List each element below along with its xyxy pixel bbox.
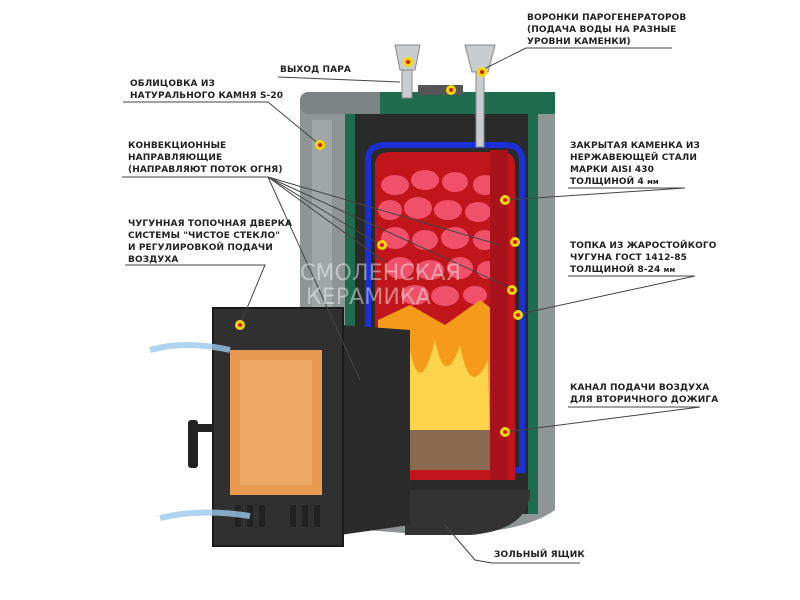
label-line: (НАПРАВЛЯЮТ ПОТОК ОГНЯ) — [128, 165, 283, 175]
label-cladding: ОБЛИЦОВКА ИЗ НАТУРАЛЬНОГО КАМНЯ S-20 — [130, 78, 283, 102]
label-line: НАПРАВЛЯЮЩИЕ — [128, 153, 223, 163]
label-line: ТОЛЩИНОЙ 8-24 мм — [570, 264, 717, 276]
ash-box — [405, 490, 530, 535]
label-line: СИСТЕМЫ "ЧИСТОЕ СТЕКЛО" — [128, 231, 280, 241]
label-line: НАТУРАЛЬНОГО КАМНЯ S-20 — [130, 91, 284, 101]
label-text: ТОЛЩИНОЙ 4 — [570, 177, 644, 187]
green-wall-left — [345, 114, 355, 524]
handle-bracket — [198, 424, 214, 432]
air-channel — [490, 150, 508, 480]
label-line: ТОПКА ИЗ ЖАРОСТОЙКОГО — [570, 241, 717, 251]
flame-core — [390, 340, 490, 450]
label-air-channel: КАНАЛ ПОДАЧИ ВОЗДУХА ДЛЯ ВТОРИЧНОГО ДОЖИ… — [570, 382, 718, 406]
label-funnels: ВОРОНКИ ПАРОГЕНЕРАТОРОВ (ПОДАЧА ВОДЫ НА … — [527, 12, 686, 48]
label-line: ЗАКРЫТАЯ КАМЕНКА ИЗ — [570, 141, 701, 151]
convection-guide — [365, 142, 525, 473]
label-line: (ПОДАЧА ВОДЫ НА РАЗНЫЕ — [527, 25, 677, 35]
leader-lines — [122, 47, 701, 564]
watermark-line: КЕРАМИКА — [306, 285, 431, 310]
green-top — [380, 92, 555, 114]
label-steam-outlet: ВЫХОД ПАРА — [280, 64, 351, 76]
label-firebox: ТОПКА ИЗ ЖАРОСТОЙКОГО ЧУГУНА ГОСТ 1412-8… — [570, 240, 717, 276]
air-flow-bottom — [159, 509, 251, 521]
label-line: И РЕГУЛИРОВКОЙ ПОДАЧИ — [128, 243, 273, 253]
label-line: КОНВЕКЦИОННЫЕ — [128, 141, 227, 151]
label-line: ВОЗДУХА — [128, 255, 179, 265]
label-line: ДЛЯ ВТОРИЧНОГО ДОЖИГА — [570, 395, 719, 405]
label-text: ТОЛЩИНОЙ 8-24 — [570, 265, 661, 275]
label-line: ЧУГУННАЯ ТОПОЧНАЯ ДВЕРКА — [128, 219, 293, 229]
label-unit: мм — [647, 178, 659, 186]
label-ash-box: ЗОЛЬНЫЙ ЯЩИК — [494, 549, 585, 561]
steam-outlet — [418, 85, 463, 95]
label-line: ЧУГУНА ГОСТ 1412-85 — [570, 253, 687, 263]
steam-funnels — [394, 44, 496, 148]
label-line: НЕРЖАВЕЮЩЕЙ СТАЛИ — [570, 153, 697, 163]
label-convection: КОНВЕКЦИОННЫЕ НАПРАВЛЯЮЩИЕ (НАПРАВЛЯЮТ П… — [128, 140, 283, 176]
air-flow-top — [149, 342, 231, 353]
label-line: ЗОЛЬНЫЙ ЯЩИК — [494, 550, 585, 560]
label-heater: ЗАКРЫТАЯ КАМЕНКА ИЗ НЕРЖАВЕЮЩЕЙ СТАЛИ МА… — [570, 140, 700, 188]
label-line: ОБЛИЦОВКА ИЗ — [130, 79, 215, 89]
label-line: ВЫХОД ПАРА — [280, 65, 351, 75]
watermark-line: СМОЛЕНСКАЯ — [300, 261, 461, 286]
label-line: МАРКИ AISI 430 — [570, 165, 655, 175]
label-line: УРОВНИ КАМЕНКИ) — [527, 37, 631, 47]
marker-dots — [235, 57, 523, 437]
embers — [405, 430, 490, 470]
label-line: КАНАЛ ПОДАЧИ ВОЗДУХА — [570, 383, 710, 393]
label-unit: мм — [663, 266, 676, 274]
door-frame-side — [340, 325, 410, 535]
label-door: ЧУГУННАЯ ТОПОЧНАЯ ДВЕРКА СИСТЕМЫ "ЧИСТОЕ… — [128, 218, 292, 266]
label-line: ВОРОНКИ ПАРОГЕНЕРАТОРОВ — [527, 13, 687, 23]
glass-glare — [240, 360, 312, 485]
door-handle[interactable] — [188, 420, 198, 468]
green-wall-right — [528, 114, 538, 514]
label-line: ТОЛЩИНОЙ 4 мм — [570, 176, 700, 188]
watermark: СМОЛЕНСКАЯ КЕРАМИКА — [300, 262, 461, 310]
